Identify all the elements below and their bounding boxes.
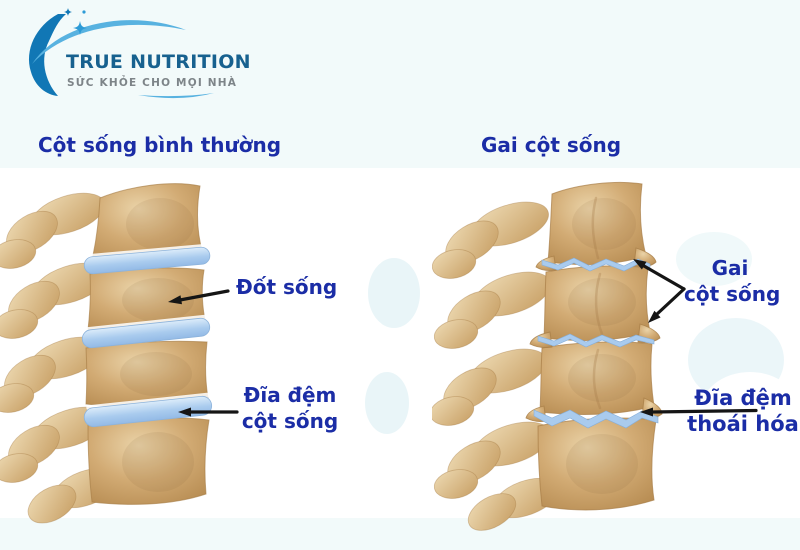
brand-name: TRUE NUTRITION <box>66 51 251 73</box>
logo-crescent-arc <box>29 14 66 96</box>
logo-underline-arc <box>138 93 214 99</box>
normal-disc-label-line1: Đĩa đệm <box>243 383 337 407</box>
normal-disc-label-line2: cột sống <box>241 409 339 433</box>
normal-spine-illustration <box>0 183 213 524</box>
bone-spur-label-line2: cột sống <box>684 282 781 306</box>
bone-creases <box>591 196 604 410</box>
intervertebral-discs <box>81 243 213 428</box>
vertebra-label-text: Đốt sống <box>236 275 338 299</box>
normal-disc-label: Đĩa đệm cột sống <box>238 382 342 434</box>
bone-spur-label: Gai cột sống <box>684 255 781 307</box>
normal-spine-title: Cột sống bình thường <box>38 133 282 157</box>
brand-logo: TRUE NUTRITION SỨC KHỎE CHO MỌI NHÀ <box>0 0 260 110</box>
bone-spur-label-line1: Gai <box>711 256 749 280</box>
vertebral-bodies <box>537 182 657 511</box>
posterior-processes <box>432 201 559 531</box>
bone-spur-title: Gai cột sống <box>481 133 622 157</box>
bone-shading <box>120 198 194 492</box>
background-blob <box>228 360 358 452</box>
degenerated-disc-label: Đĩa đệm thoái hóa <box>686 385 800 437</box>
degenerated-disc-label-line1: Đĩa đệm <box>694 386 792 410</box>
sparkle-icon <box>58 8 87 35</box>
vertebra-label: Đốt sống <box>236 274 337 300</box>
degenerated-spine-illustration <box>432 182 663 531</box>
brand-tagline: SỨC KHỎE CHO MỌI NHÀ <box>67 77 238 89</box>
background-blob <box>368 258 420 328</box>
degenerated-disc-label-line2: thoái hóa <box>687 412 799 436</box>
degenerated-discs <box>533 257 659 429</box>
background-blob <box>676 232 752 286</box>
vertebral-bodies <box>85 183 210 505</box>
background-blob <box>365 372 409 434</box>
bone-shading <box>566 198 638 494</box>
logo-swoosh-graphic <box>29 8 214 99</box>
